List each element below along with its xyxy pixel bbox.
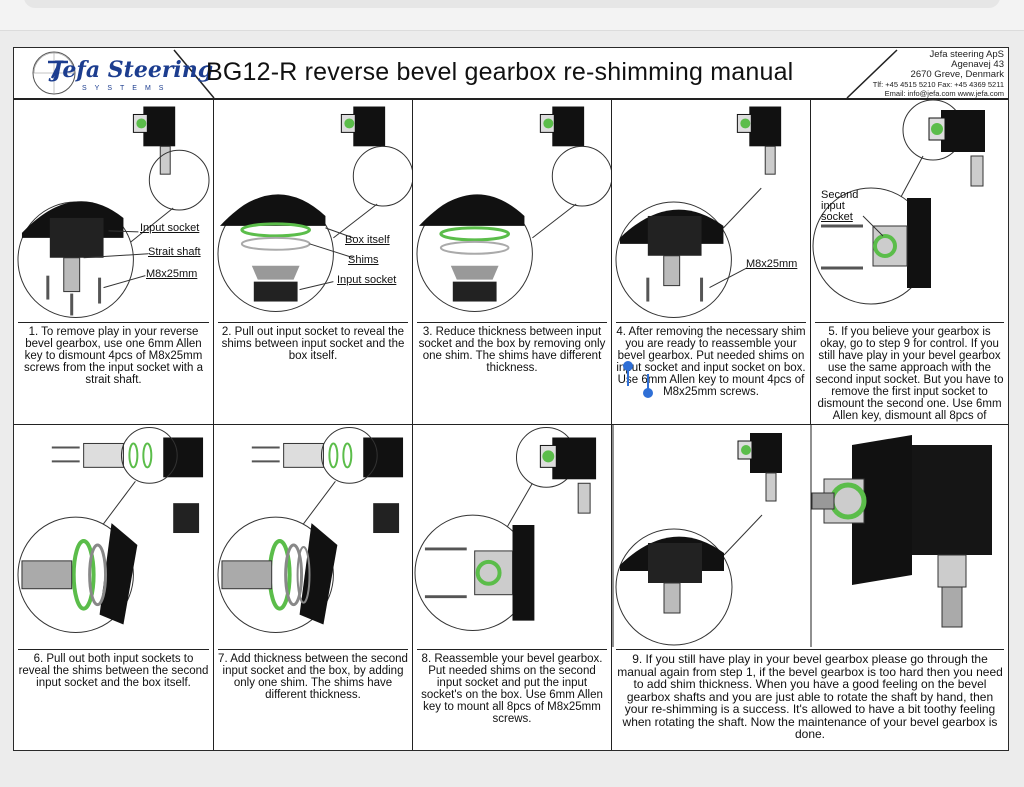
label-strait-shaft: Strait shaft	[148, 246, 201, 258]
label-shims: Shims	[348, 254, 379, 266]
step-6-illustration	[17, 427, 204, 634]
label-second-line2: input	[821, 200, 845, 212]
step-9-caption: 9. If you still have play in your bevel …	[616, 649, 1004, 741]
viewer-address-field[interactable]	[24, 0, 1000, 8]
text-selection-end-bar	[647, 374, 649, 392]
step-4-illustration	[615, 106, 782, 318]
company-city: 2670 Greve, Denmark	[910, 69, 1004, 80]
step-5-panel: Second input socket 5. If you believe yo…	[811, 98, 1008, 425]
step-7-panel: 7. Add thickness between the second inpu…	[214, 425, 413, 750]
company-phone: Tlf: +45 4515 5210 Fax: +45 4369 5211	[872, 80, 1004, 89]
logo-emblem-icon	[32, 51, 76, 95]
step-8-panel: 8. Reassemble your bevel gearbox. Put ne…	[413, 425, 612, 750]
logo-wordmark: Jefa Steering	[52, 57, 214, 83]
step-1-caption: 1. To remove play in your reverse bevel …	[18, 322, 209, 386]
step-1-illustration	[17, 106, 210, 318]
step-7-caption: 7. Add thickness between the second inpu…	[218, 649, 408, 701]
manual-header: Jefa Steering SYSTEMS BG12-R reverse bev…	[14, 48, 1008, 100]
label-input-socket-2: Input socket	[337, 274, 397, 286]
step-2-caption: 2. Pull out input socket to reveal the s…	[218, 322, 408, 362]
step-7-illustration	[217, 427, 404, 634]
step-6-caption: 6. Pull out both input sockets to reveal…	[18, 649, 209, 689]
company-name: Jefa steering ApS	[929, 49, 1004, 60]
company-street: Agenavej 43	[951, 59, 1004, 70]
step-4-panel: M8x25mm 4. After removing the necessary …	[612, 98, 811, 425]
step-6-panel: 6. Pull out both input sockets to reveal…	[14, 425, 214, 750]
logo-subtitle: SYSTEMS	[82, 85, 172, 92]
label-second-input-socket: Second input socket	[821, 190, 881, 223]
step-5-illustration	[812, 99, 985, 305]
step-9-illustration	[612, 425, 992, 647]
step-9-panel: 9. If you still have play in your bevel …	[612, 425, 1008, 750]
label-second-line3: socket	[821, 211, 853, 223]
step-3-caption: 3. Reduce thickness between input socket…	[417, 322, 607, 374]
text-selection-end-handle[interactable]	[643, 388, 653, 398]
manual-sheet: Jefa Steering SYSTEMS BG12-R reverse bev…	[13, 47, 1009, 751]
text-selection-start-bar	[627, 366, 629, 386]
step-1-panel: Input socket Strait shaft M8x25mm 1. To …	[14, 98, 214, 425]
label-screw-size-4: M8x25mm	[746, 258, 798, 270]
step-2-panel: Box itself Shims Input socket 2. Pull ou…	[214, 98, 413, 425]
step-8-caption: 8. Reassemble your bevel gearbox. Put ne…	[417, 649, 607, 725]
company-email: Email: info@jefa.com www.jefa.com	[884, 89, 1004, 98]
jefa-logo: Jefa Steering SYSTEMS	[20, 50, 214, 96]
label-second-line1: Second	[821, 189, 859, 201]
page-title: BG12-R reverse bevel gearbox re-shimming…	[206, 58, 794, 86]
step-4-caption: 4. After removing the necessary shim you…	[616, 322, 806, 398]
step-8-illustration	[414, 427, 597, 632]
label-screw-size: M8x25mm	[146, 268, 198, 280]
label-box-itself: Box itself	[345, 234, 390, 246]
step-2-illustration	[217, 106, 412, 312]
step-5-caption: 5. If you believe your gearbox is okay, …	[815, 322, 1004, 424]
step-3-panel: 3. Reduce thickness between input socket…	[413, 98, 612, 425]
company-address: Jefa steering ApS Agenavej 43 2670 Greve…	[872, 49, 1004, 99]
step-3-illustration	[416, 106, 611, 312]
label-input-socket: Input socket	[140, 222, 200, 234]
viewer-top-bar	[0, 0, 1024, 31]
